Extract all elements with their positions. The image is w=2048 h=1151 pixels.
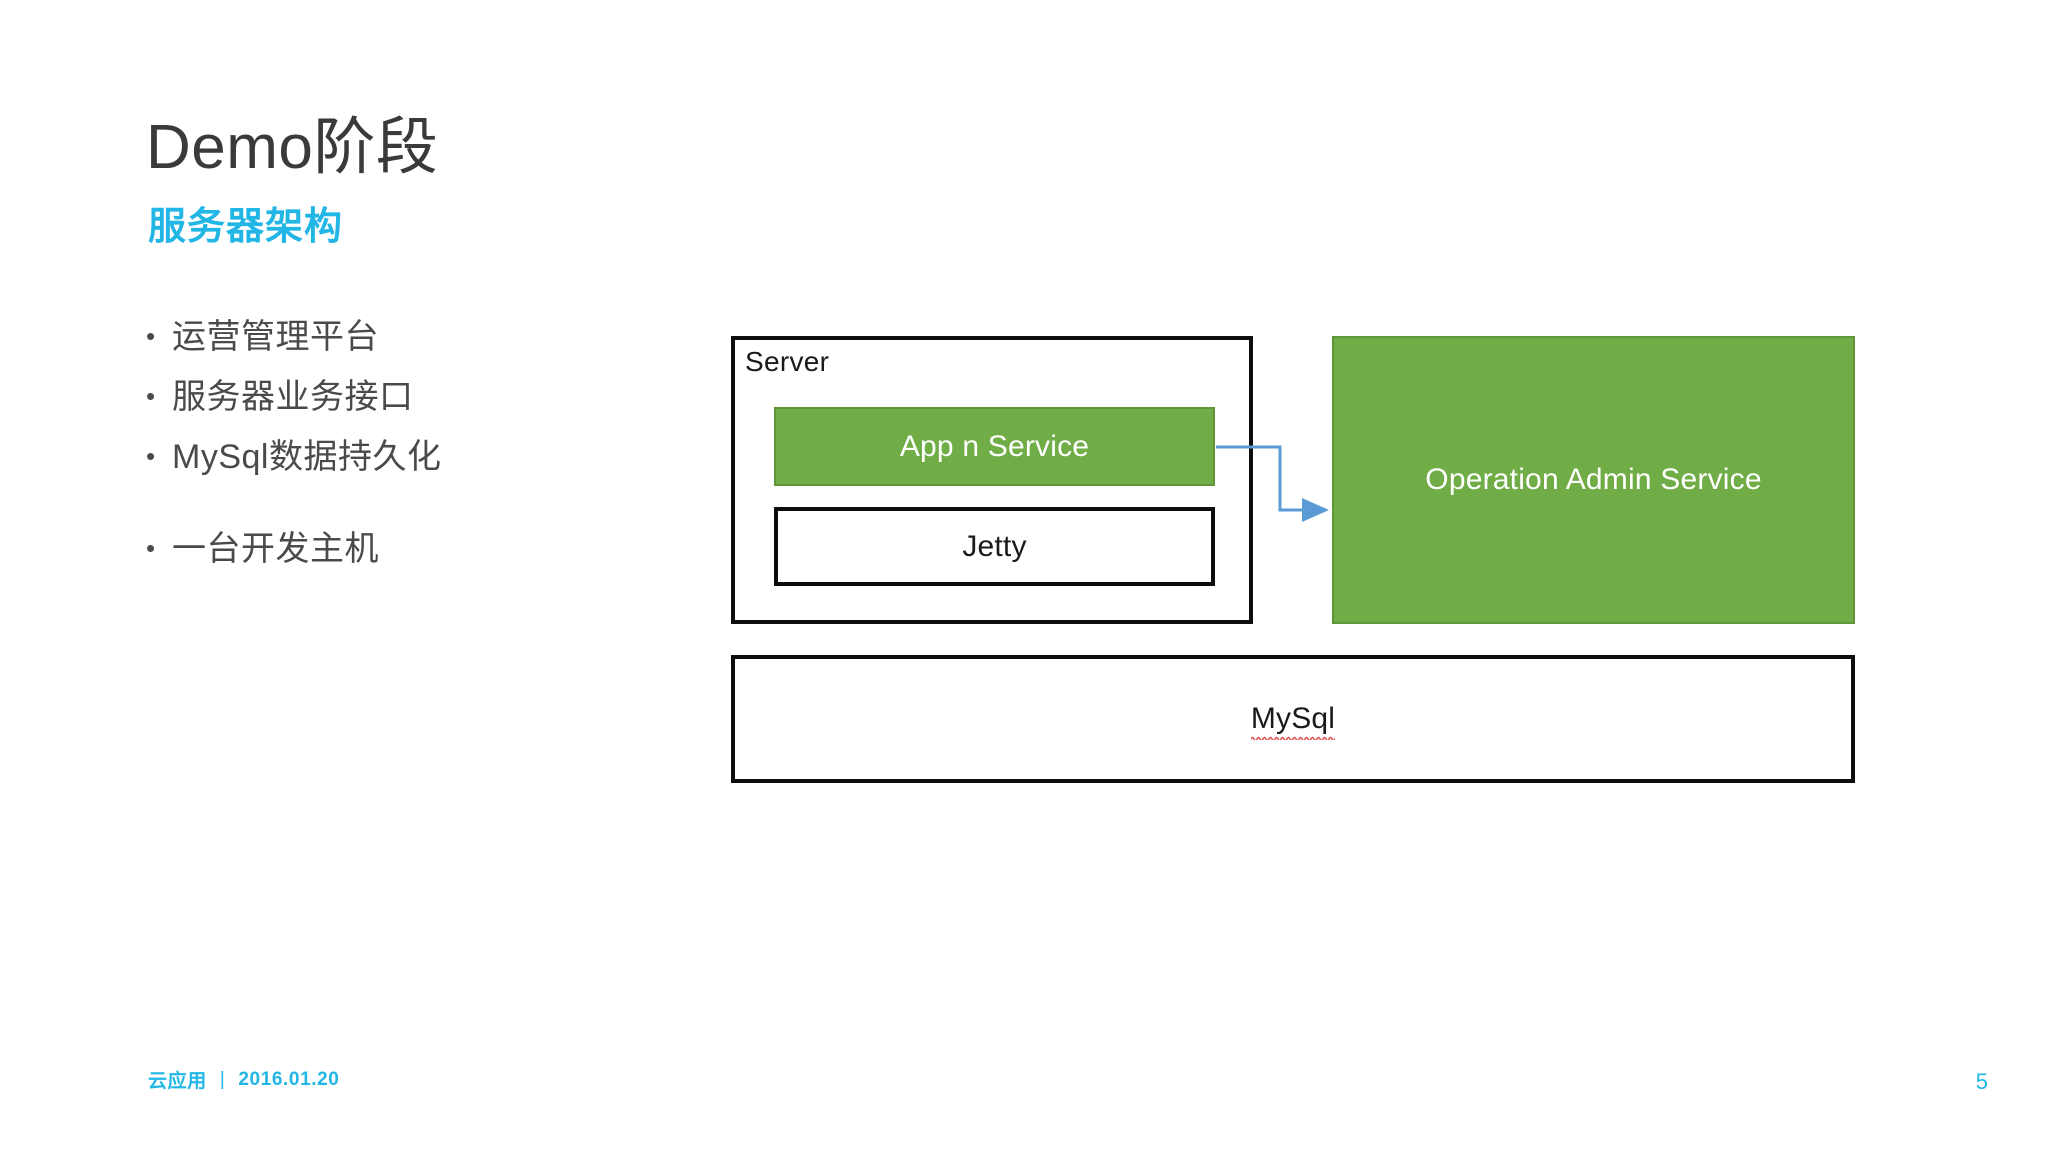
operation-admin-service-label: Operation Admin Service	[1425, 463, 1762, 496]
list-item: • 一台开发主机	[146, 532, 666, 566]
page-subtitle: 服务器架构	[148, 206, 344, 248]
server-container-box	[731, 336, 1253, 624]
footer-divider: |	[219, 1068, 226, 1090]
bullet-dot-icon: •	[146, 321, 156, 351]
bullet-dot-icon: •	[146, 381, 156, 411]
app-n-service-box: App n Service	[774, 407, 1215, 486]
list-item: • 服务器业务接口	[146, 380, 666, 414]
server-container-label: Server	[745, 346, 830, 377]
list-item: • 运营管理平台	[146, 320, 666, 354]
footer-date-label: 2016.01.20	[238, 1068, 340, 1090]
footer: 云应用 | 2016.01.20	[148, 1066, 339, 1093]
bullet-dot-icon: •	[146, 441, 156, 471]
list-item-label: 一台开发主机	[172, 530, 379, 568]
list-item-label: MySql数据持久化	[172, 438, 442, 476]
bullet-list: • 运营管理平台 • 服务器业务接口 • MySql数据持久化 • 一台开发主机	[146, 320, 666, 592]
mysql-label: MySql	[1250, 702, 1336, 735]
app-n-service-label: App n Service	[899, 429, 1090, 463]
jetty-box: Jetty	[774, 507, 1215, 586]
bullet-dot-icon: •	[146, 533, 156, 563]
page-number: 5	[1975, 1069, 1988, 1094]
mysql-box: MySql	[731, 655, 1855, 783]
list-item: • MySql数据持久化	[146, 440, 666, 474]
jetty-label: Jetty	[962, 529, 1027, 563]
list-item-label: 运营管理平台	[172, 318, 379, 356]
mysql-label-wrapper: MySql	[1250, 702, 1336, 740]
operation-admin-service-box: Operation Admin Service	[1332, 336, 1855, 624]
spellcheck-squiggle-icon	[1250, 735, 1336, 740]
list-item-label: 服务器业务接口	[172, 378, 414, 416]
page-title: Demo阶段	[146, 113, 439, 182]
connector-arrow-icon	[1216, 445, 1329, 522]
footer-org-label: 云应用	[148, 1071, 207, 1092]
